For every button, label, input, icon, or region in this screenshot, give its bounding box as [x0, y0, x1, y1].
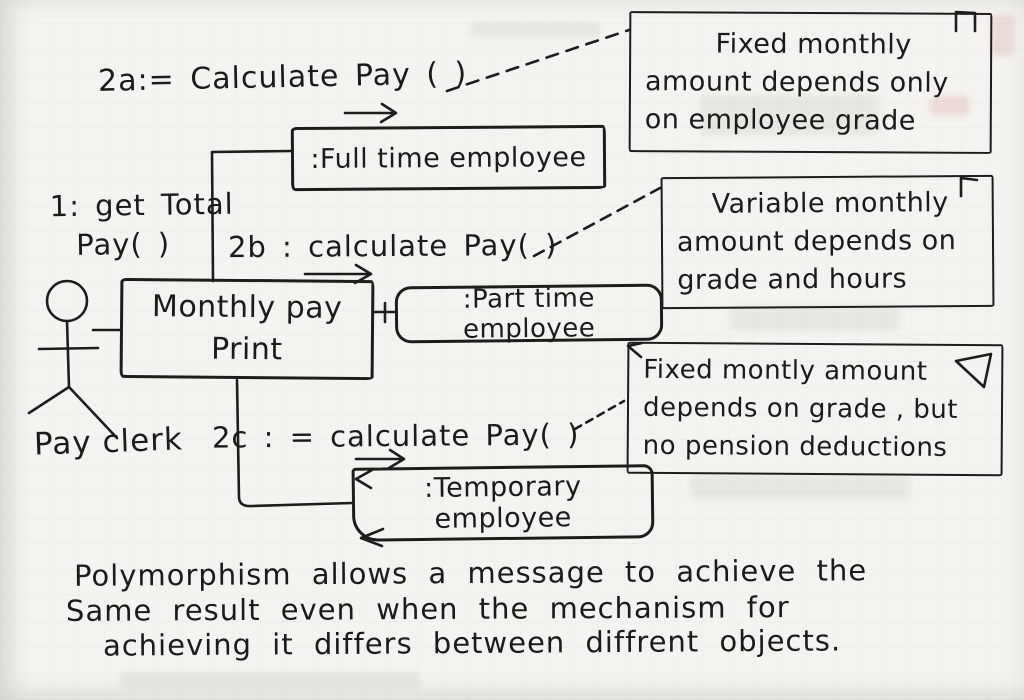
note-box-temporary: Fixed montly amount depends on grade , b…	[626, 341, 1004, 477]
link-controller-parttime	[372, 301, 398, 324]
object-box-full-time-employee: :Full time employee	[290, 124, 607, 192]
object-label: Monthly pay Print	[151, 289, 343, 368]
note-parttime-dogear-icon	[959, 176, 979, 198]
link-controller-fulltime	[210, 149, 294, 283]
message-label-1-line2: Pay( )	[76, 226, 171, 262]
object-label: :Part time employee	[462, 282, 596, 345]
note-text: amount depends only	[644, 65, 949, 99]
bleed-through-smudge	[690, 475, 910, 501]
bleed-through-smudge	[700, 95, 880, 135]
note-text: on employee grade	[644, 103, 916, 137]
object-label: :Temporary employee	[423, 471, 582, 535]
caption-line-2: Same result even when the mechanism for	[65, 590, 790, 628]
note-text: grade and hours	[677, 263, 908, 297]
note-box-full-time: Fixed monthly amount depends only on emp…	[628, 11, 993, 154]
message-arrow-2a-icon	[343, 102, 398, 124]
dashed-link-2b-note	[532, 186, 662, 258]
object-box-temporary-employee: :Temporary employee	[351, 464, 655, 542]
note-text: Fixed montly amount	[643, 354, 928, 387]
note-temporary-dogear-icon	[954, 352, 993, 389]
note-temporary-pointer-icon	[626, 341, 644, 359]
actor-figure	[27, 279, 119, 440]
object-box-monthly-pay-print: Monthly pay Print	[119, 277, 375, 381]
note-box-part-time: Variable monthly amount depends on grade…	[660, 174, 995, 310]
bleed-through-smudge	[470, 22, 600, 38]
object-box-part-time-employee: :Part time employee	[394, 282, 664, 345]
dashed-link-2a-note	[445, 28, 631, 93]
message-label-1: 1: get Total Pay( )	[49, 185, 234, 266]
message-arrow-2b-icon	[303, 263, 373, 285]
bleed-through-smudge	[730, 305, 900, 331]
bleed-through-smudge	[992, 14, 1014, 56]
dashed-link-2c-note	[573, 399, 626, 431]
note-text: Variable monthly	[711, 187, 949, 220]
temporary-box-arrowhead-bottom-icon	[359, 527, 385, 548]
link-controller-temporary	[235, 378, 354, 508]
note-text: depends on grade , but	[642, 392, 959, 425]
message-label-2c: 2c : = calculate Pay( )	[211, 417, 580, 455]
note-text: amount depends on	[676, 225, 957, 259]
message-label-2b: 2b : calculate Pay( )	[227, 227, 558, 265]
bleed-through-smudge	[930, 96, 970, 116]
caption-line-3: achieving it differs between diffrent ob…	[102, 623, 842, 663]
caption-line-1: Polymorphism allows a message to achieve…	[73, 553, 868, 593]
note-text: no pension deductions	[642, 430, 948, 463]
note-text: Fixed monthly	[715, 28, 912, 61]
bleed-through-smudge	[120, 672, 420, 688]
actor-label-pay-clerk: Pay clerk	[33, 421, 184, 463]
temporary-box-arrowhead-top-icon	[354, 468, 374, 490]
note-fulltime-dogear-icon	[954, 10, 977, 33]
message-label-1-line1: 1: get Total	[49, 186, 234, 224]
object-label: :Full time employee	[310, 141, 587, 175]
message-arrow-2c-icon	[354, 448, 406, 470]
